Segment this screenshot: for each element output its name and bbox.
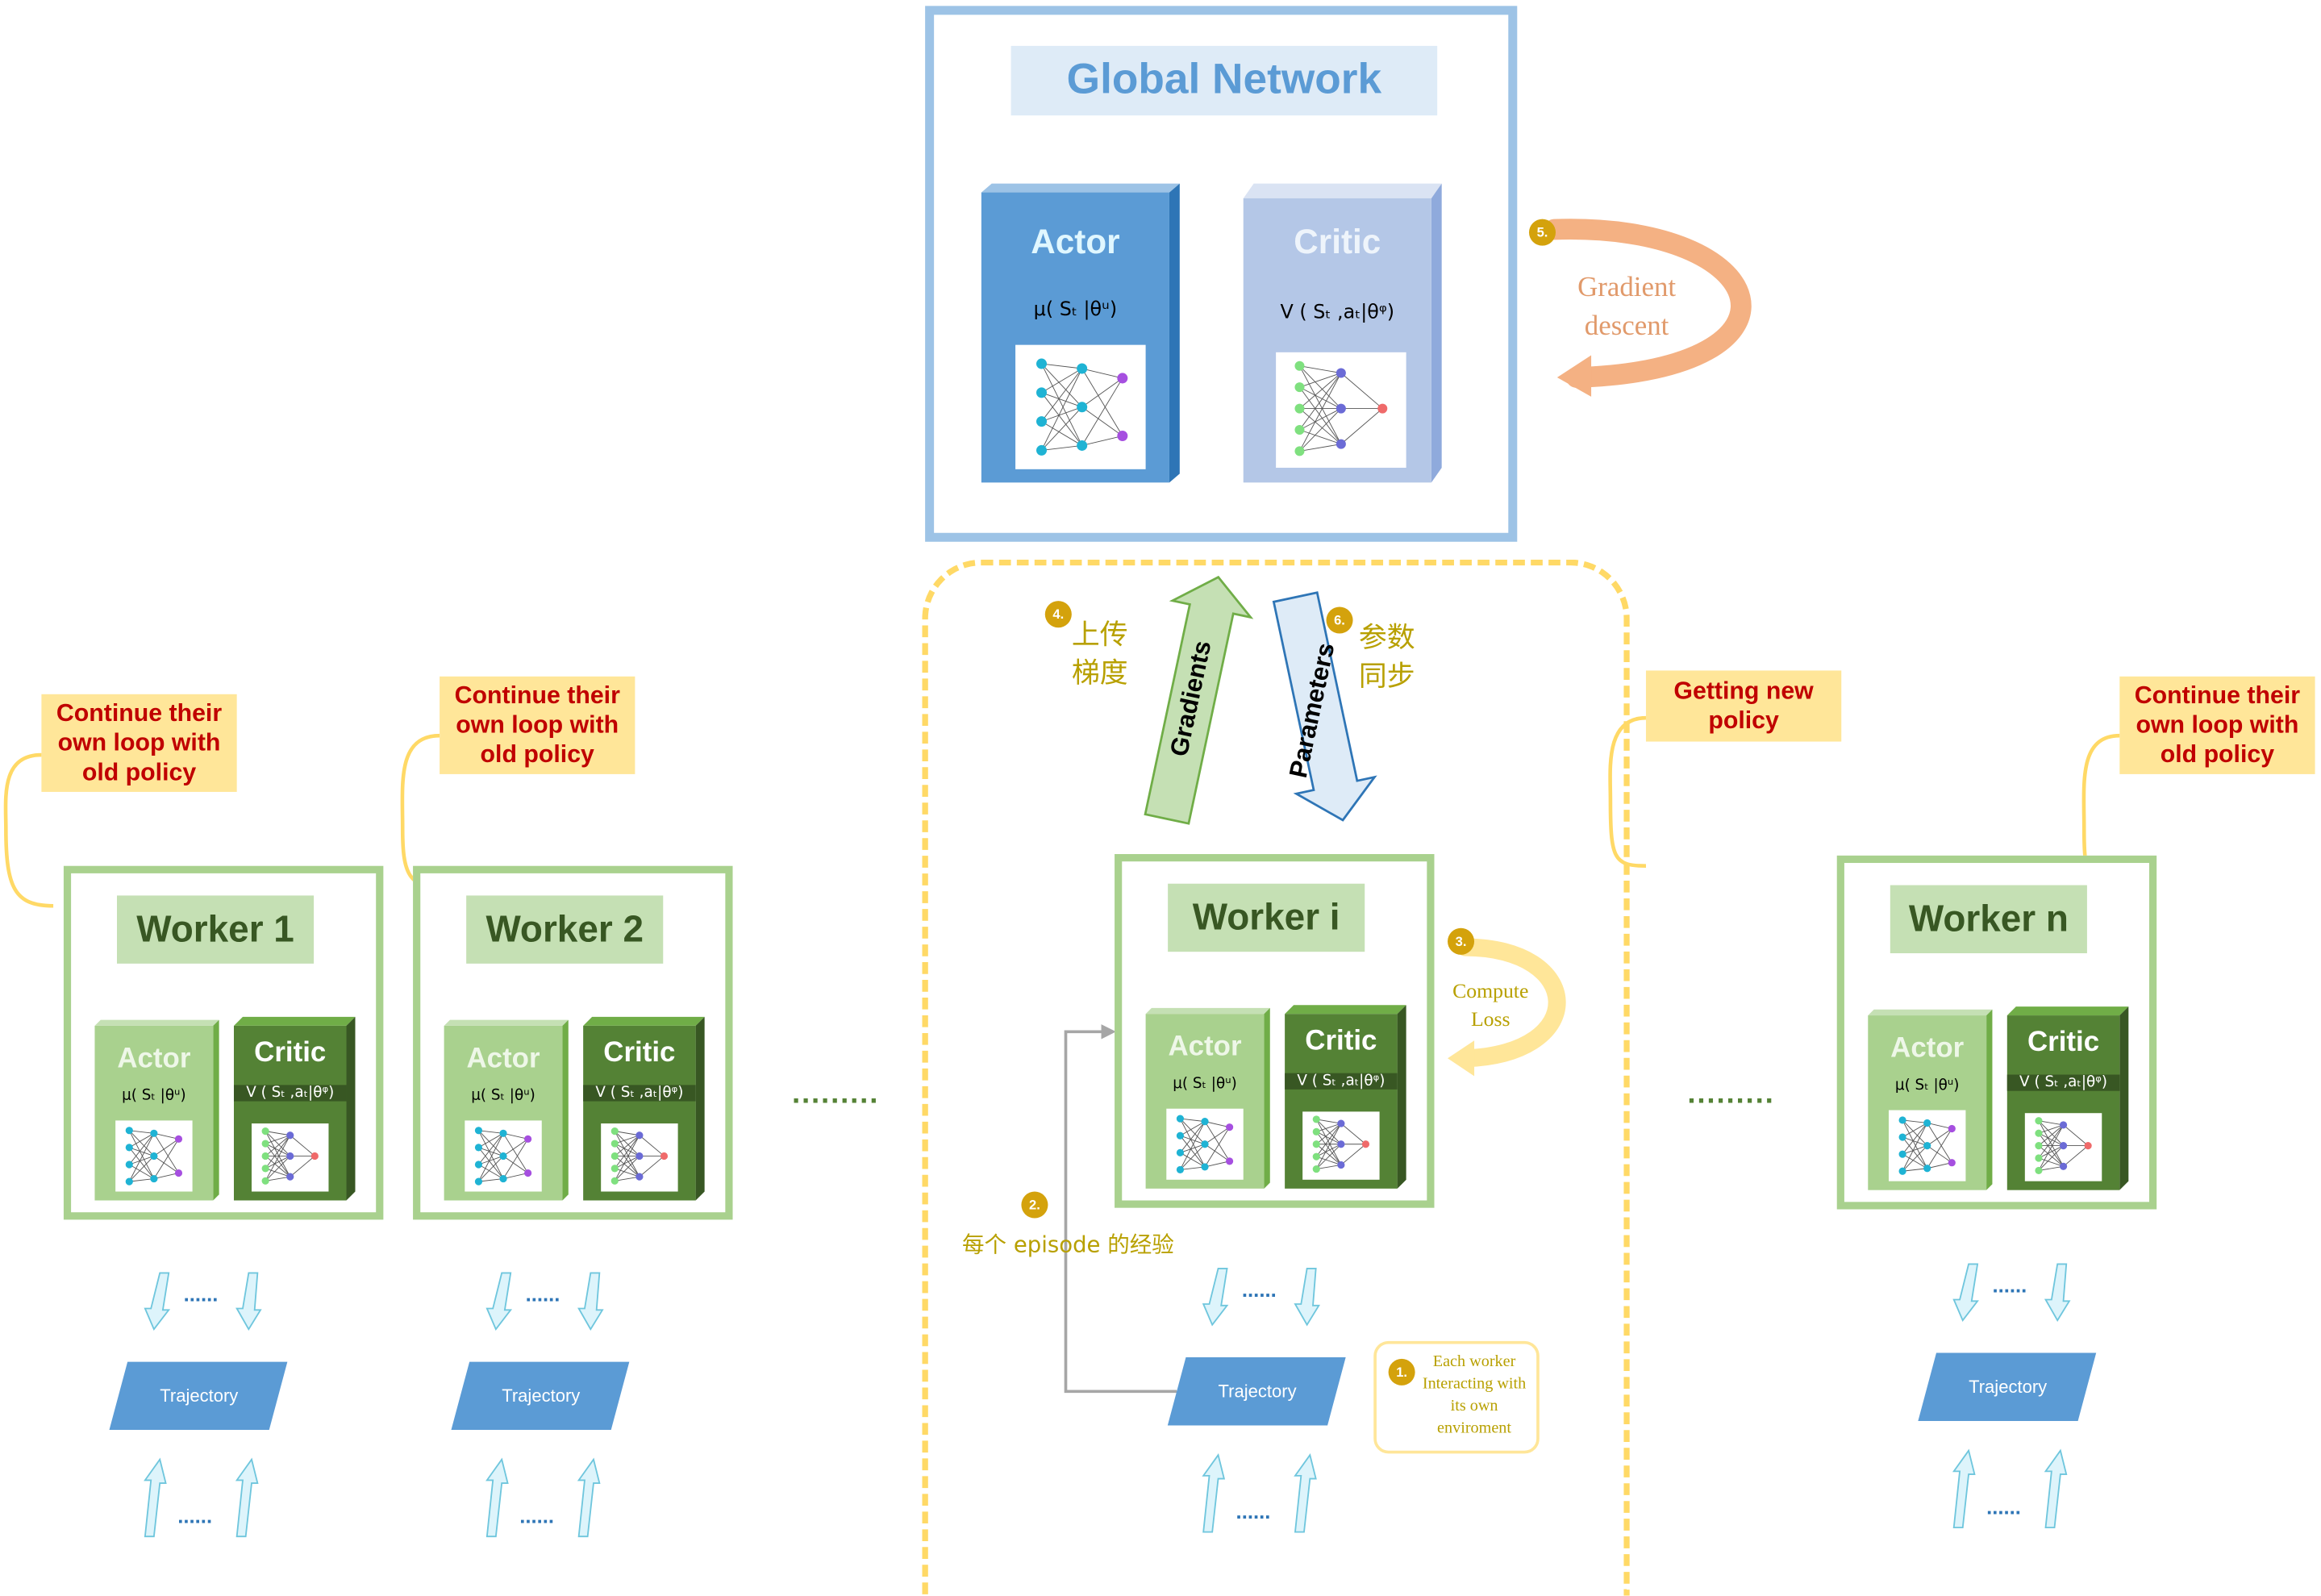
- worker-title: Worker i: [1168, 883, 1365, 952]
- worker-critic-net-icon: [1312, 1115, 1370, 1173]
- episode-label: 每个 episode 的经验: [962, 1231, 1174, 1259]
- upload-line1: 上传: [1071, 619, 1128, 652]
- worker-title: Worker 2: [466, 895, 664, 964]
- global-actor-formula: μ( Sₜ |θᵘ): [1033, 298, 1118, 322]
- ellipsis-left: .........: [791, 1077, 880, 1111]
- global-actor-net-icon: [1036, 358, 1128, 456]
- ellipsis-above-trajectory: ......: [183, 1281, 219, 1306]
- note-worker-1: Continue their own loop with old policy: [41, 694, 237, 792]
- worker-critic-block: [233, 1016, 356, 1201]
- gradient-descent-arrow: [1544, 219, 1752, 397]
- worker-actor-label: Actor: [1168, 1031, 1242, 1063]
- interaction-note: [1373, 1340, 1540, 1454]
- sync-params-label: 参数 同步: [1359, 619, 1415, 695]
- ellipsis-above-trajectory: ......: [525, 1281, 560, 1306]
- step-4-badge: 4.: [1044, 601, 1072, 628]
- worker-arrows-down: [1202, 1268, 1320, 1327]
- worker-actor-formula: μ( Sₜ |θᵘ): [471, 1088, 535, 1105]
- ellipsis-right: .........: [1687, 1077, 1775, 1111]
- step-3-badge: 3.: [1448, 927, 1475, 955]
- ellipsis-above-trajectory: ......: [1241, 1277, 1277, 1302]
- worker-actor-label: Actor: [466, 1043, 540, 1075]
- worker-critic-net-icon: [2035, 1117, 2092, 1175]
- upload-gradient-label: 上传 梯度: [1072, 616, 1128, 693]
- gradient-descent-line2: descent: [1584, 310, 1669, 342]
- worker-actor-net-icon: [1176, 1115, 1234, 1174]
- compute-loss-line2: Loss: [1470, 1009, 1511, 1032]
- worker-critic-net-icon: [610, 1127, 669, 1185]
- global-network-frame: [925, 6, 1518, 542]
- note-worker-n: Continue their own loop with old policy: [2119, 676, 2315, 774]
- worker-arrows-up: [1202, 1453, 1317, 1533]
- step-2-badge: 2.: [1021, 1191, 1048, 1219]
- worker-critic-formula: V ( Sₜ ,aₜ|θᵠ): [583, 1085, 696, 1102]
- gradient-descent-line1: Gradient: [1577, 272, 1677, 304]
- worker-critic-formula: V ( Sₜ ,aₜ|θᵠ): [233, 1085, 347, 1102]
- ellipsis-below-trajectory: ......: [519, 1503, 555, 1528]
- worker-critic-label: Critic: [1305, 1025, 1377, 1057]
- worker-actor-formula: μ( Sₜ |θᵘ): [1173, 1076, 1237, 1093]
- sync-line1: 参数: [1358, 621, 1415, 655]
- worker-actor-net-icon: [474, 1127, 532, 1186]
- upload-line2: 梯度: [1071, 656, 1128, 690]
- ellipsis-below-trajectory: ......: [1236, 1499, 1271, 1523]
- worker-critic-label: Critic: [603, 1037, 676, 1069]
- ellipsis-below-trajectory: ......: [1986, 1494, 2021, 1519]
- compute-loss-line1: Compute: [1452, 981, 1529, 1004]
- worker-arrows-down: [144, 1272, 262, 1331]
- gradients-up-arrow: [1144, 575, 1254, 825]
- worker-actor-net-icon: [125, 1127, 183, 1186]
- worker-arrows-up: [144, 1457, 259, 1538]
- interaction-text: Each worker Interacting with its own env…: [1422, 1352, 1527, 1438]
- gradient-descent-label: Gradient descent: [1563, 269, 1690, 346]
- worker-blocks-svg: [94, 1016, 356, 1538]
- note-worker-i: Getting new policy: [1645, 670, 1842, 742]
- compute-loss-label: Compute Loss: [1439, 978, 1542, 1035]
- worker-critic-label: Critic: [254, 1037, 327, 1069]
- worker-critic-block: [2006, 1006, 2129, 1190]
- compute-loss-arrow: [1448, 938, 1566, 1077]
- worker-i-region: [922, 559, 1630, 1596]
- worker-arrows-up: [485, 1457, 601, 1538]
- worker-actor-label: Actor: [1890, 1033, 1965, 1065]
- worker-critic-formula: V ( Sₜ ,aₜ|θᵠ): [1285, 1073, 1398, 1090]
- worker-critic-formula: V ( Sₜ ,aₜ|θᵠ): [2006, 1074, 2120, 1091]
- note-connector-w1: [3, 752, 54, 908]
- note-connector-wi: [1608, 715, 1647, 869]
- global-critic-label: Critic: [1294, 222, 1381, 261]
- episode-connector: [1064, 1024, 1177, 1394]
- worker-critic-net-icon: [261, 1127, 319, 1185]
- worker-title: Worker 1: [116, 895, 315, 964]
- global-actor-label: Actor: [1031, 222, 1120, 261]
- arrows-svg: [3, 219, 2123, 1394]
- worker-arrows-up: [1952, 1448, 2068, 1529]
- worker-actor-formula: μ( Sₜ |θᵘ): [1894, 1077, 1960, 1094]
- step-1-badge: 1.: [1388, 1358, 1415, 1386]
- worker-arrows-down: [485, 1272, 604, 1331]
- global-critic-formula: V ( Sₜ ,aₜ|θᵠ): [1280, 302, 1395, 324]
- step-5-badge: 5.: [1528, 219, 1556, 246]
- ellipsis-below-trajectory: ......: [177, 1503, 213, 1528]
- worker-actor-net-icon: [1898, 1116, 1956, 1175]
- step-6-badge: 6.: [1326, 606, 1353, 634]
- worker-actor-formula: μ( Sₜ |θᵘ): [122, 1088, 186, 1105]
- worker-actor-label: Actor: [117, 1043, 191, 1075]
- worker-blocks-svg: [444, 1016, 705, 1538]
- worker-arrows-down: [1952, 1263, 2071, 1322]
- worker-critic-label: Critic: [2027, 1027, 2100, 1059]
- ellipsis-above-trajectory: ......: [1992, 1273, 2027, 1297]
- global-network-title: Global Network: [1010, 45, 1438, 116]
- sync-line2: 同步: [1358, 660, 1415, 693]
- note-worker-2: Continue their own loop with old policy: [440, 676, 635, 774]
- global-critic-net-icon: [1294, 360, 1388, 456]
- worker-title: Worker n: [1890, 885, 2087, 953]
- parameters-down-arrow: [1272, 591, 1377, 822]
